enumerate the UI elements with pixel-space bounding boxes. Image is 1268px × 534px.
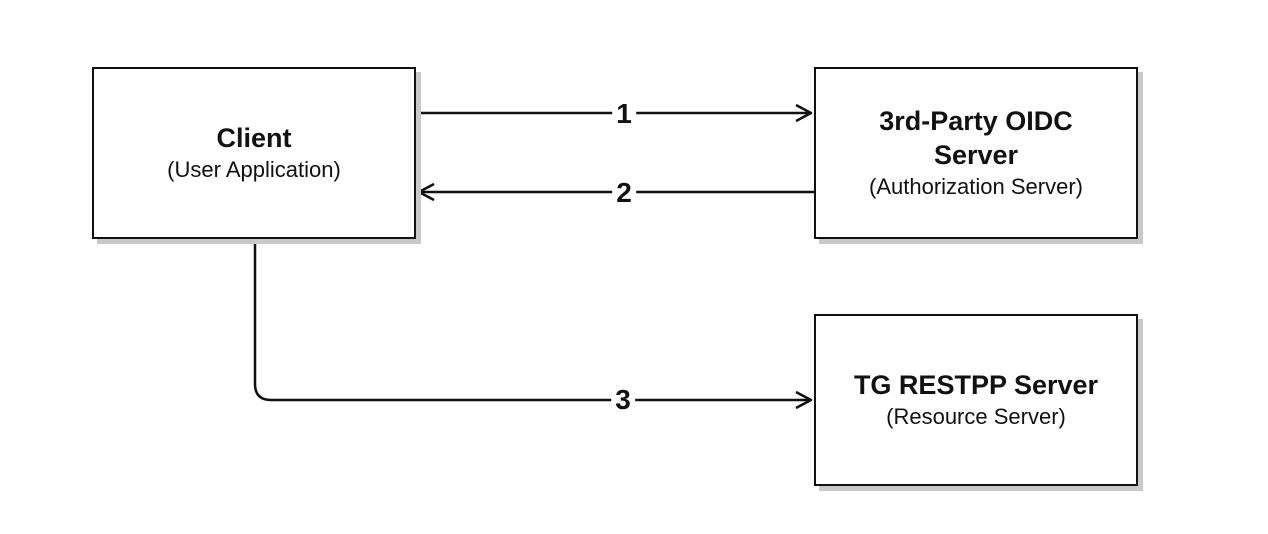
oidc-server-node: 3rd-Party OIDC Server (Authorization Ser… (814, 67, 1138, 239)
edge-1-label: 1 (612, 99, 636, 129)
oidc-title-line2: Server (933, 140, 1019, 170)
restpp-subtitle: (Resource Server) (886, 404, 1066, 429)
client-title: Client (216, 123, 292, 153)
edge-3-arrow (253, 239, 813, 410)
client-subtitle: (User Application) (167, 157, 341, 182)
edge-3-label: 3 (611, 385, 635, 415)
edge-2-label: 2 (612, 178, 636, 208)
restpp-server-node: TG RESTPP Server (Resource Server) (814, 314, 1138, 486)
oidc-subtitle: (Authorization Server) (869, 174, 1083, 199)
client-node: Client (User Application) (92, 67, 416, 239)
restpp-title: TG RESTPP Server (853, 370, 1099, 400)
oidc-title-line1: 3rd-Party OIDC (879, 106, 1073, 136)
